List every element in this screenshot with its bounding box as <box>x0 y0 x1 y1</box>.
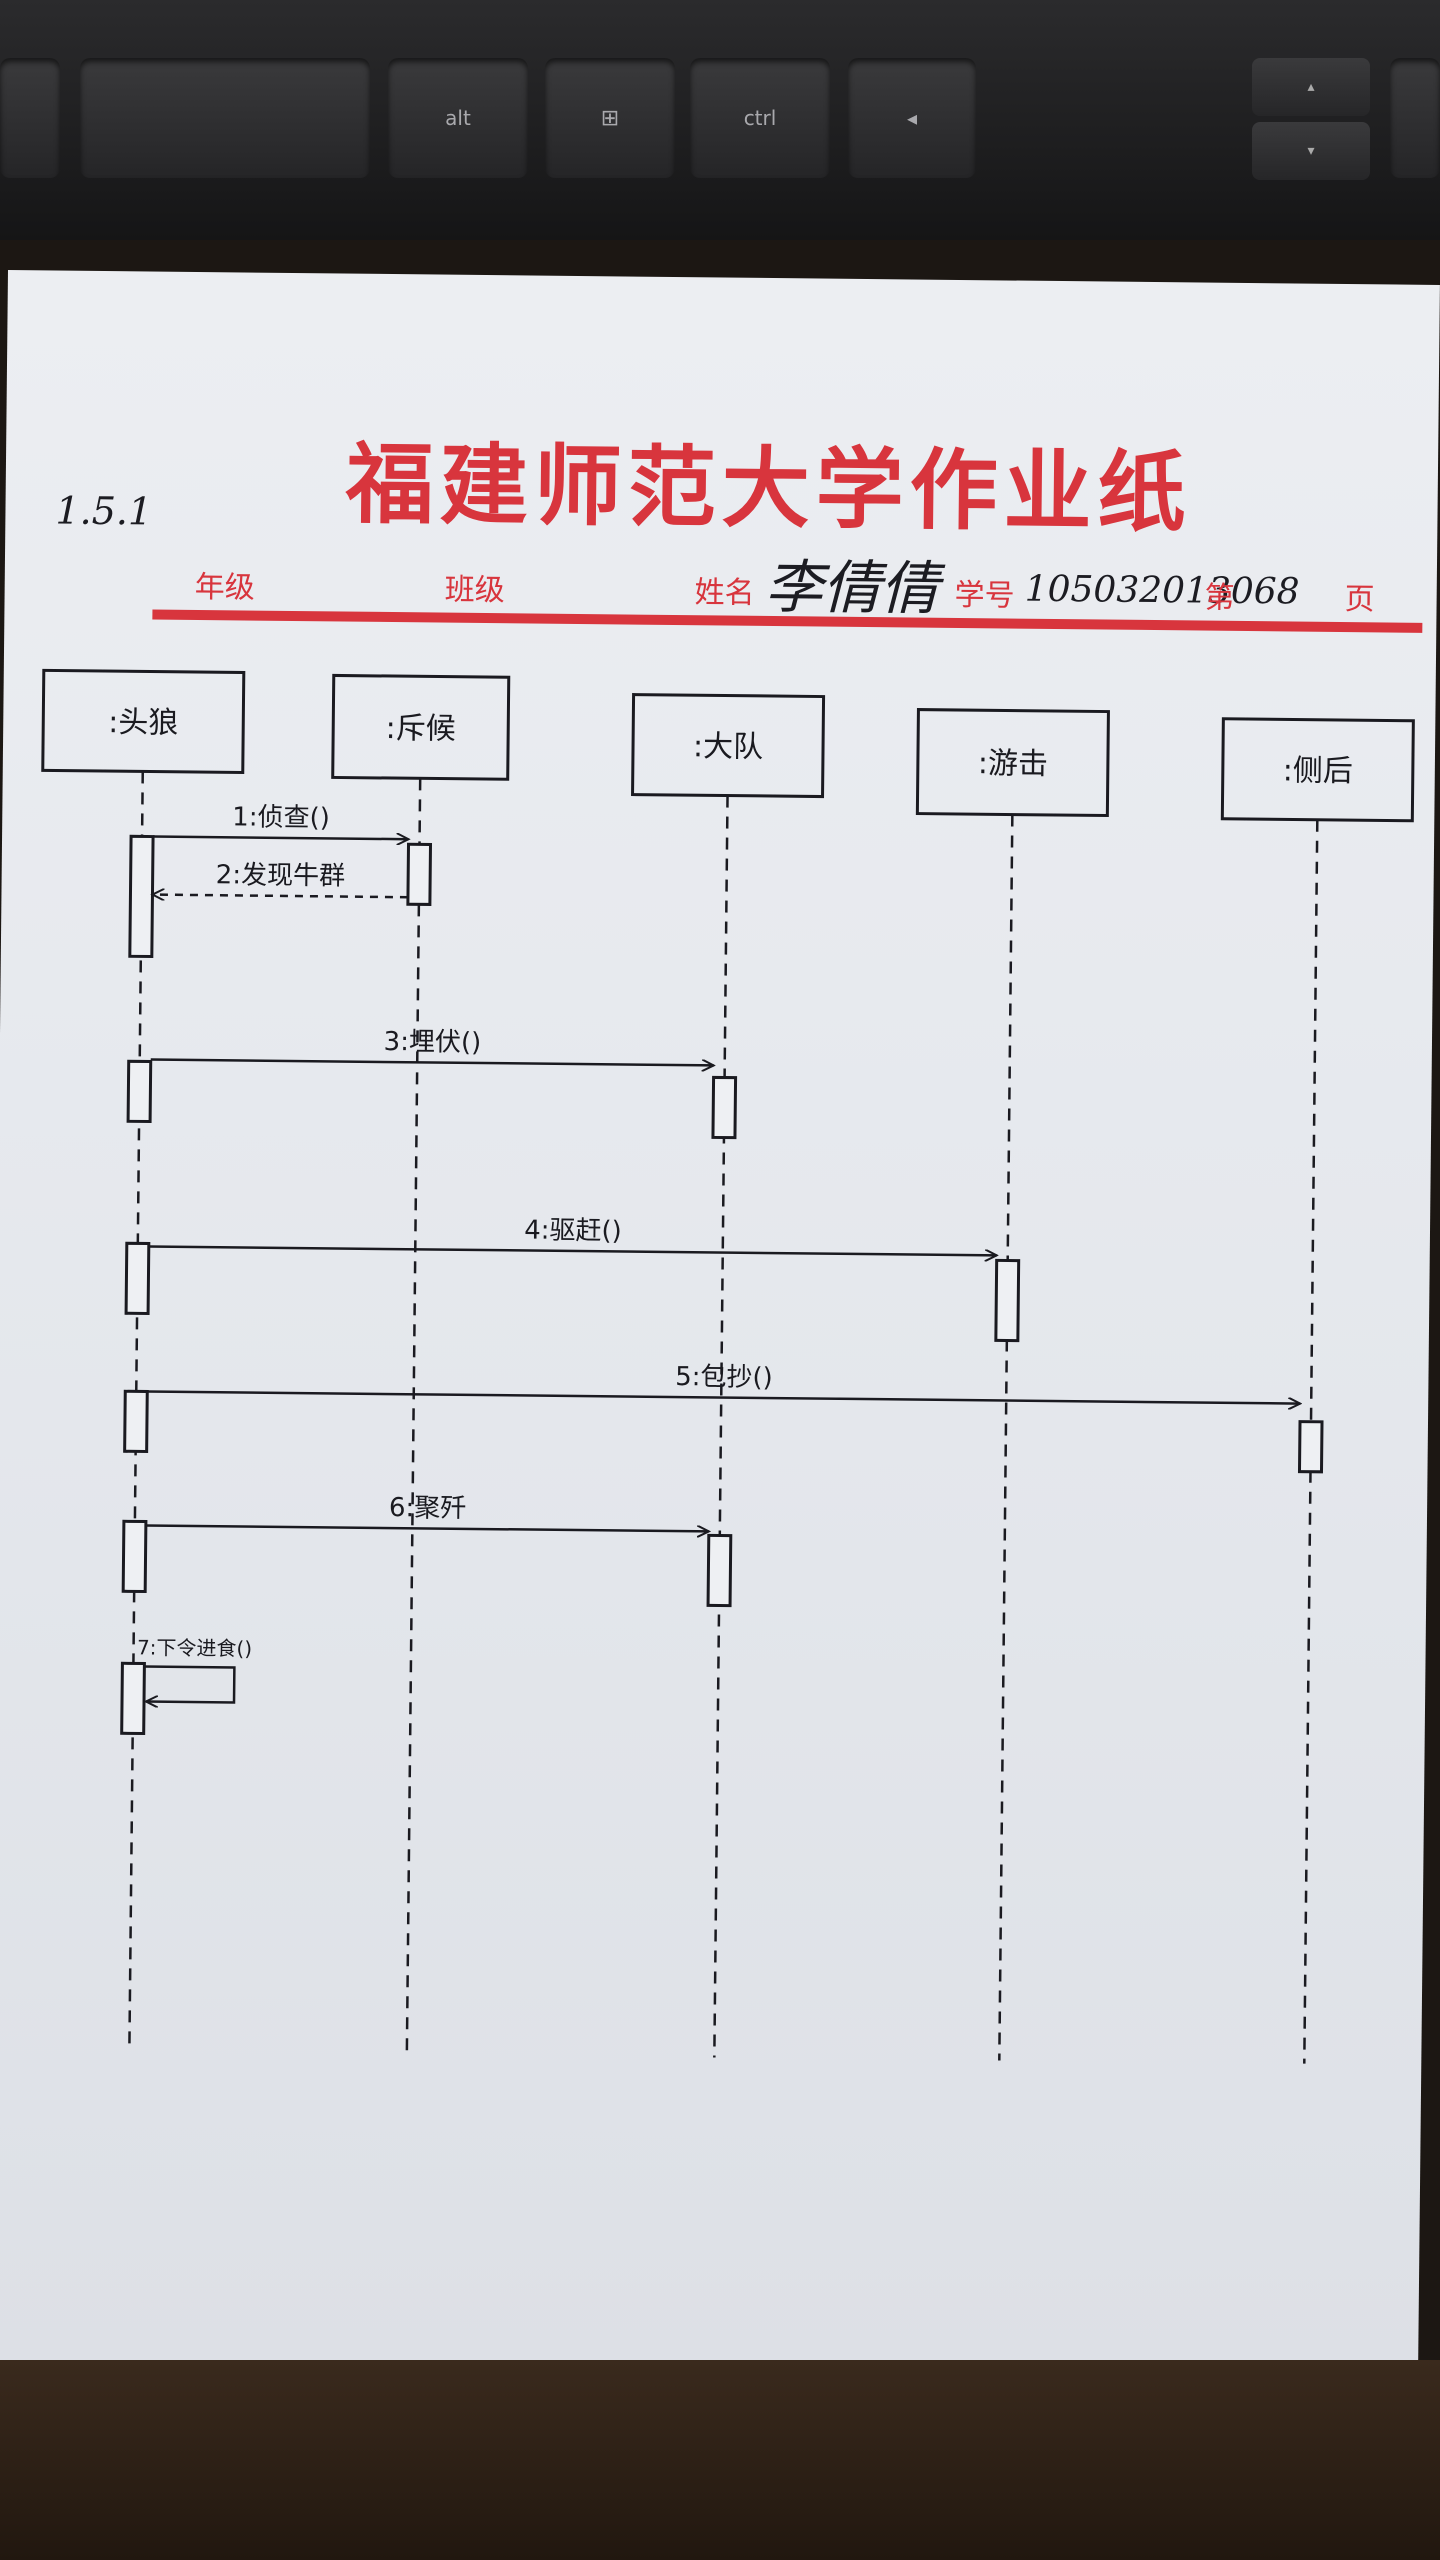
lifeline-dashed-line <box>713 795 729 2058</box>
message-label: 3:埋伏() <box>383 1027 481 1058</box>
message-7: 7:下令进食() <box>137 1635 252 1703</box>
message-arrow <box>145 1524 709 1532</box>
lifeline-dashed-line <box>998 814 1014 2061</box>
keyboard-key-ctrl: ctrl <box>690 58 830 178</box>
activation-bar <box>406 842 433 906</box>
lifeline-label: :游击 <box>978 746 1048 782</box>
activation-bar <box>121 1519 148 1594</box>
message-1: 1:侦查() <box>153 802 409 840</box>
message-arrow <box>152 895 408 898</box>
lifeline-label: :头狼 <box>108 705 178 741</box>
keyboard-key-alt: alt <box>388 58 528 178</box>
message-label: 4:驱赶() <box>524 1215 622 1246</box>
lifeline-5: :侧后 <box>1220 717 1415 2064</box>
message-arrow <box>153 837 408 840</box>
lifeline-2: :斥候 <box>331 673 511 2055</box>
homework-sheet: 福建师范大学作业纸 1.5.1 年级 班级 姓名 李倩倩 学号 10503201… <box>0 270 1440 2375</box>
activation-bar <box>994 1258 1021 1343</box>
message-label: 5:包抄() <box>675 1362 773 1393</box>
message-5: 5:包抄() <box>147 1362 1300 1404</box>
windows-icon: ⊞ <box>600 105 620 131</box>
keyboard-key-left: ◂ <box>848 58 976 178</box>
message-arrow <box>150 1058 714 1066</box>
activation-bar <box>120 1661 146 1736</box>
message-3: 3:埋伏() <box>150 1027 714 1066</box>
activation-bar <box>1297 1420 1324 1474</box>
message-4: 4:驱赶() <box>148 1215 997 1256</box>
keyboard-key-windows: ⊞ <box>545 58 675 178</box>
message-arrow <box>147 1390 1300 1404</box>
message-6: 6:聚歼 <box>145 1493 709 1532</box>
activation-bar <box>128 834 155 959</box>
lifeline-label: :大队 <box>693 729 763 765</box>
lifeline-label: :侧后 <box>1283 753 1353 789</box>
keyboard-key-edge <box>0 58 60 178</box>
message-label: 2:发现牛群 <box>216 860 346 891</box>
desk-surface <box>0 2360 1440 2560</box>
message-2: 2:发现牛群 <box>152 860 408 898</box>
activation-bar <box>126 1059 153 1124</box>
lifeline-dashed-line <box>405 778 422 2055</box>
keyboard-key-up: ▴ <box>1252 58 1370 116</box>
keyboard-key-down: ▾ <box>1252 122 1370 180</box>
keyboard-spacebar <box>80 58 370 178</box>
message-arrow <box>144 1665 236 1703</box>
message-label: 1:侦查() <box>232 802 330 833</box>
lifeline-label: :斥候 <box>385 711 455 747</box>
keyboard-key-edge-right <box>1390 58 1440 178</box>
lifeline-4: :游击 <box>915 708 1110 2061</box>
activation-bar <box>706 1533 733 1608</box>
lifeline-dashed-line <box>1303 819 1319 2064</box>
activation-bar <box>123 1389 149 1454</box>
activation-bar <box>124 1241 151 1316</box>
keyboard: alt ⊞ ctrl ◂ ▴ ▾ <box>0 0 1440 240</box>
sequence-diagram: :头狼 :斥候 :大队 :游击 :侧后 1:侦查() 2:发现牛群 3:埋伏() 4:驱赶()… <box>41 668 1415 2064</box>
message-arrow <box>148 1245 997 1256</box>
message-label: 7:下令进食() <box>137 1635 252 1660</box>
lifeline-3: :大队 <box>631 693 826 2058</box>
message-label: 6:聚歼 <box>389 1493 467 1524</box>
activation-bar <box>711 1075 738 1140</box>
